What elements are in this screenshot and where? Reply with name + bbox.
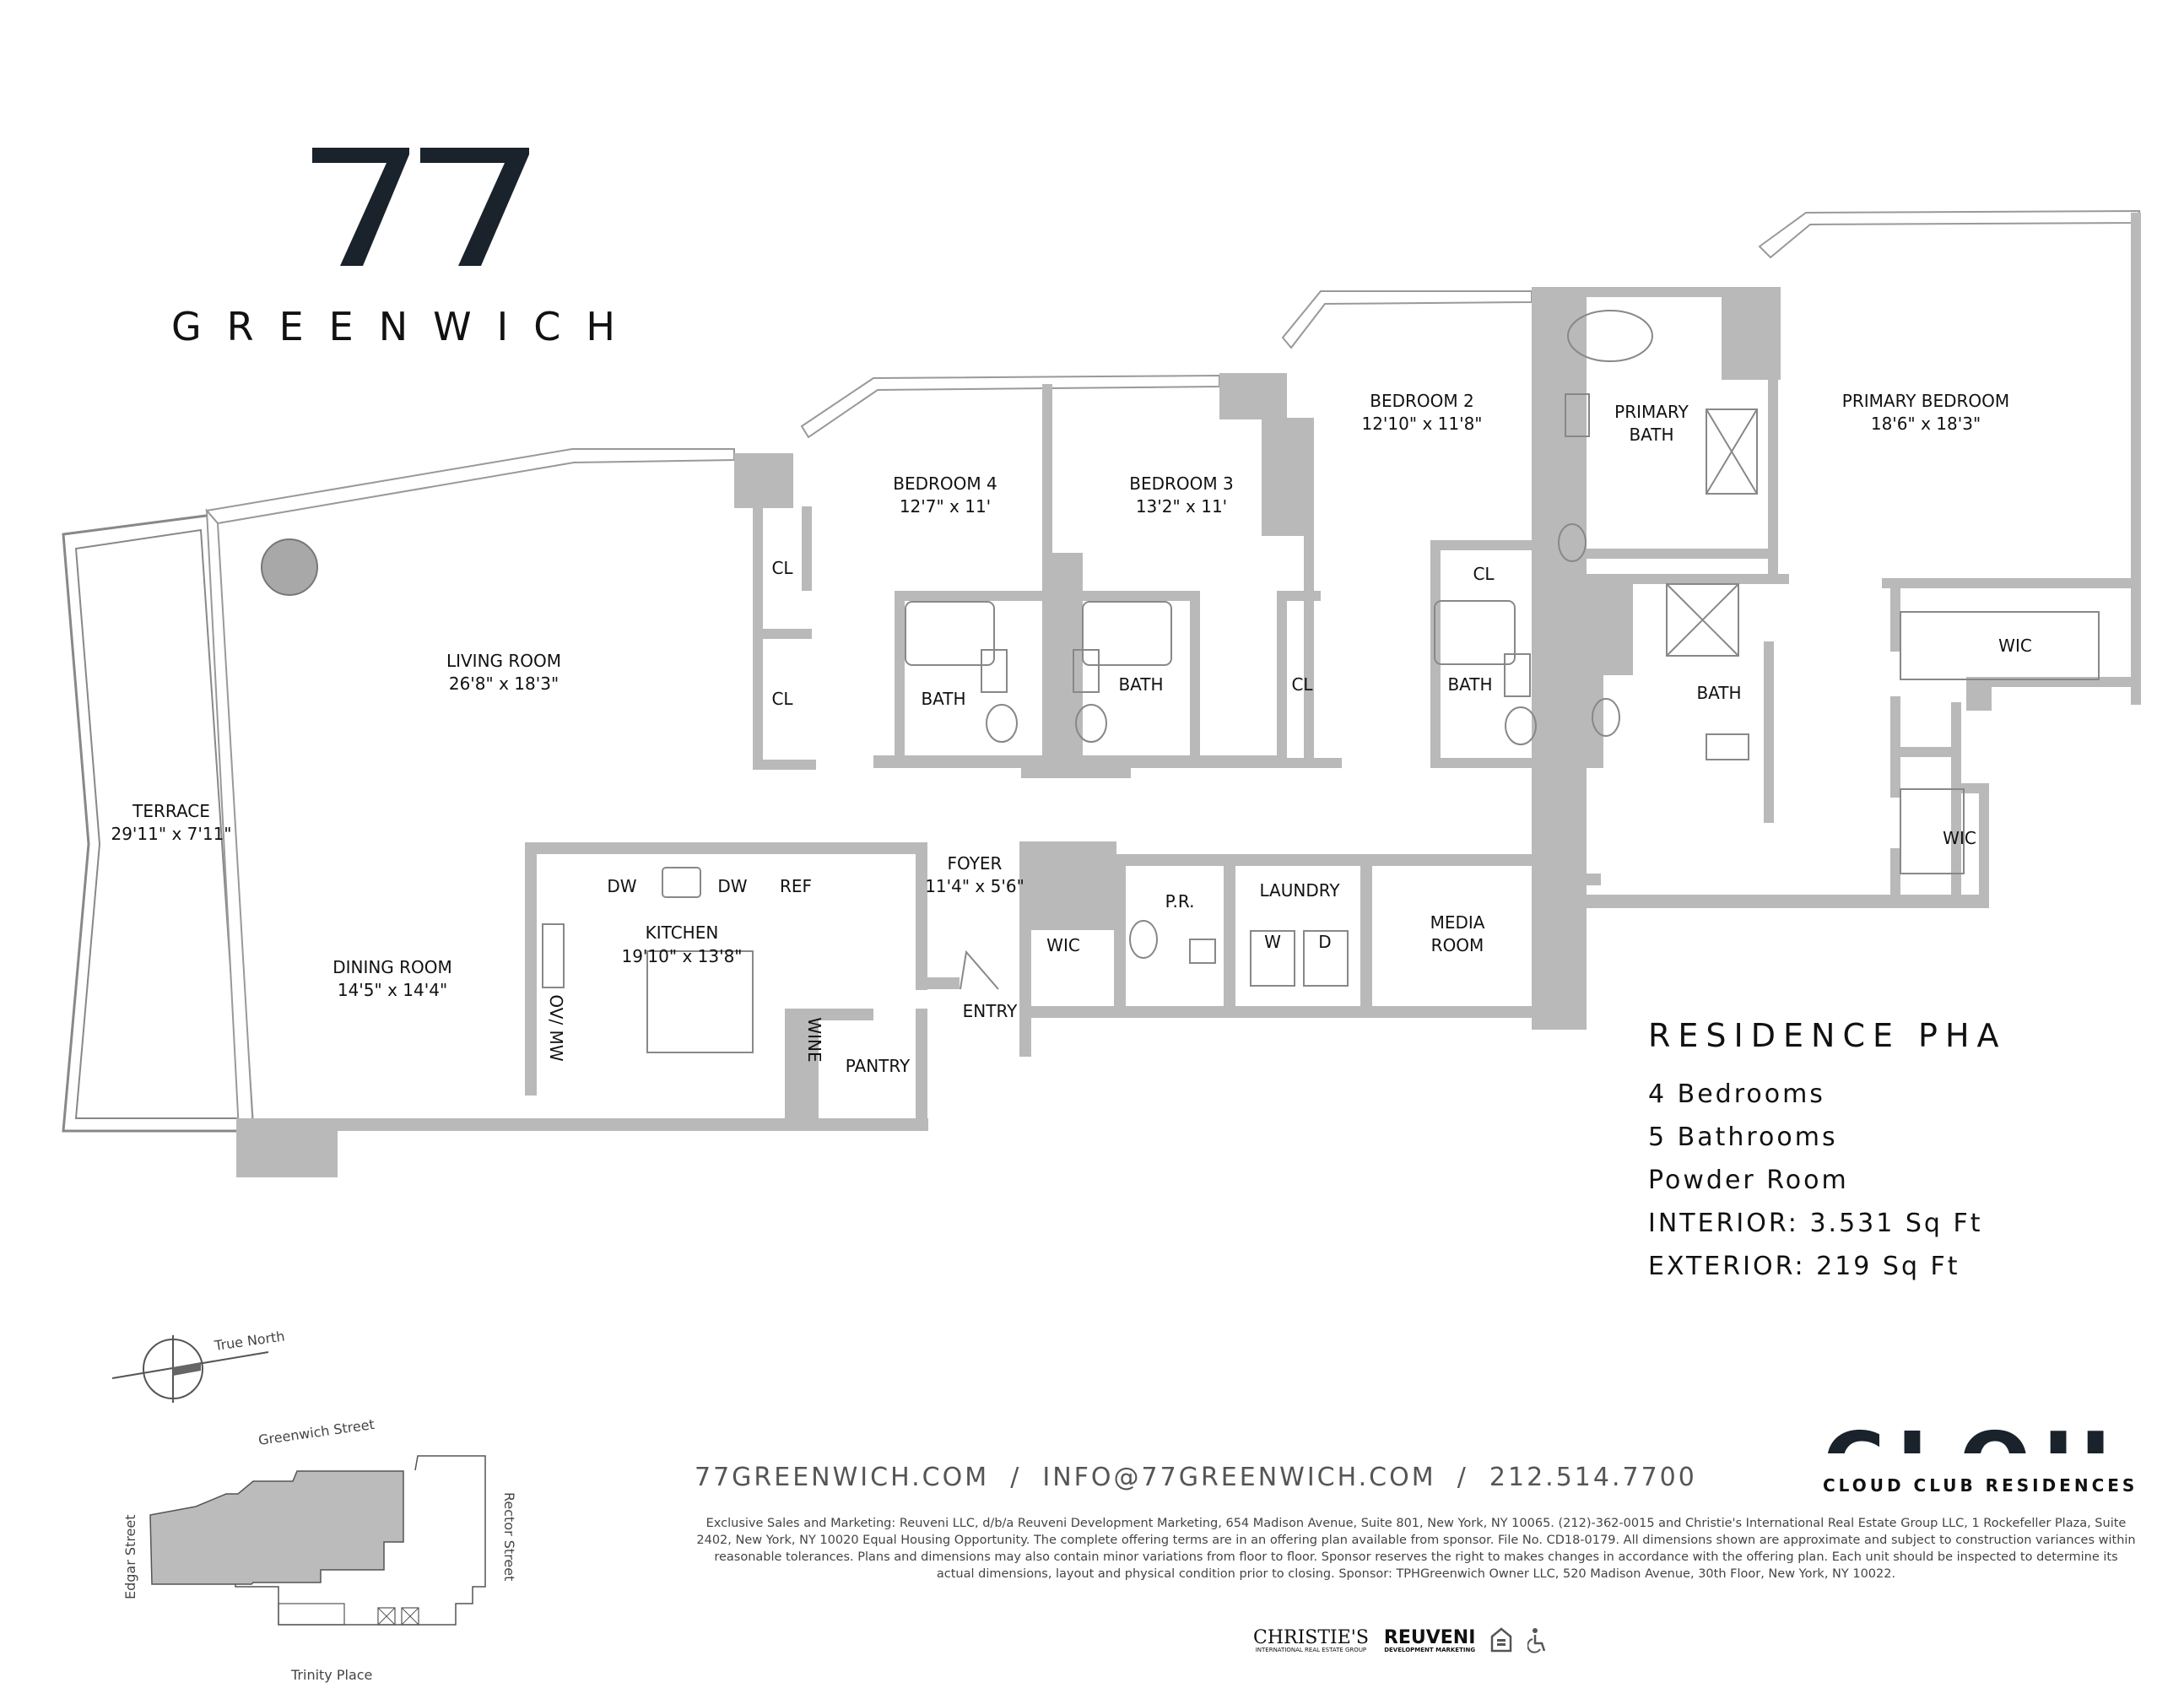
shower-primary bbox=[1706, 408, 1758, 495]
walls bbox=[236, 213, 2141, 1177]
powder-room: Powder Room bbox=[1648, 1166, 1849, 1195]
room-labels: TERRACE 29'11" x 7'11" LIVING ROOM 26'8"… bbox=[111, 391, 2031, 1076]
closet-label: CL bbox=[1291, 674, 1313, 695]
kitchen-dims: 19'10" x 13'8" bbox=[621, 946, 742, 966]
closet-label: CL bbox=[1473, 564, 1495, 584]
elevator-icon bbox=[401, 1607, 419, 1626]
foyer-dims: 11'4" x 5'6" bbox=[925, 876, 1024, 896]
bathtub-b2 bbox=[1434, 600, 1516, 665]
terrace-dims: 29'11" x 7'11" bbox=[111, 824, 231, 844]
dw1-label: DW bbox=[607, 876, 636, 896]
powder-room-label: P.R. bbox=[1165, 891, 1195, 912]
living-room-dims: 26'8" x 18'3" bbox=[449, 674, 559, 694]
wic1-label: WIC bbox=[1998, 636, 2032, 656]
email-link[interactable]: INFO@77GREENWICH.COM bbox=[1042, 1463, 1436, 1492]
foyer-label: FOYER bbox=[948, 853, 1003, 874]
kitchen-sink bbox=[662, 867, 701, 898]
dining-room-label: DINING ROOM bbox=[332, 957, 452, 977]
primary-bedroom-dims: 18'6" x 18'3" bbox=[1871, 414, 1981, 434]
living-room-label: LIVING ROOM bbox=[446, 651, 561, 671]
dw2-label: DW bbox=[717, 876, 747, 896]
bath-b2-label: BATH bbox=[1447, 674, 1492, 695]
bathtub-b4 bbox=[905, 601, 995, 666]
greenwich-street-label: Greenwich Street bbox=[257, 1416, 376, 1448]
laundry-label: LAUNDRY bbox=[1259, 880, 1340, 901]
north-compass-icon bbox=[111, 1335, 269, 1403]
oval-tub bbox=[1567, 310, 1653, 362]
structural-column bbox=[261, 538, 318, 596]
ov-mw-label: OV/ MW bbox=[546, 994, 566, 1061]
contact-line: 77GREENWICH.COM / INFO@77GREENWICH.COM /… bbox=[695, 1463, 1697, 1492]
primary-bath-label-1: PRIMARY bbox=[1614, 402, 1689, 422]
legal-disclaimer: Exclusive Sales and Marketing: Reuveni L… bbox=[696, 1517, 2136, 1581]
reuveni-logo: REUVENI DEVELOPMENT MARKETING bbox=[1383, 1626, 1476, 1653]
entry-label: ENTRY bbox=[963, 1001, 1018, 1021]
bedroom2-label: BEDROOM 2 bbox=[1370, 391, 1473, 411]
exterior-area: EXTERIOR: 219 Sq Ft bbox=[1648, 1252, 1960, 1281]
residence-summary: RESIDENCE PHA 4 Bedrooms 5 Bathrooms Pow… bbox=[1648, 1017, 2007, 1281]
terrace-outline bbox=[62, 513, 255, 1133]
77-logo-mark bbox=[312, 148, 529, 266]
shower-bath5 bbox=[1666, 583, 1739, 657]
website-link[interactable]: 77GREENWICH.COM bbox=[695, 1463, 990, 1492]
primary-bedroom-label: PRIMARY BEDROOM bbox=[1842, 391, 2009, 411]
bedroom4-dims: 12'7" x 11' bbox=[900, 496, 991, 517]
bath-b3-label: BATH bbox=[1118, 674, 1163, 695]
elevator-icon bbox=[377, 1607, 396, 1626]
ref-label: REF bbox=[780, 876, 812, 896]
interior-area: INTERIOR: 3.531 Sq Ft bbox=[1648, 1209, 1983, 1238]
residence-title: RESIDENCE PHA bbox=[1648, 1017, 2007, 1054]
separator: / bbox=[1010, 1463, 1022, 1492]
wic-entry-label: WIC bbox=[1046, 935, 1080, 955]
svg-text:CLOUD: CLOUD bbox=[1823, 1426, 2127, 1460]
cloud-club-tagline: CLOUD CLUB RESIDENCES bbox=[1823, 1475, 2138, 1496]
dryer-label: D bbox=[1318, 932, 1331, 952]
media-room-label-2: ROOM bbox=[1431, 935, 1484, 955]
bathtub-b3 bbox=[1082, 601, 1172, 666]
trinity-place-label: Trinity Place bbox=[290, 1667, 372, 1683]
primary-bath-label-2: BATH bbox=[1629, 425, 1673, 445]
brand-wordmark: GREENWICH bbox=[171, 304, 641, 349]
wine-label: WINE bbox=[804, 1017, 824, 1062]
media-room-label-1: MEDIA bbox=[1430, 912, 1485, 933]
pantry-label: PANTRY bbox=[846, 1056, 911, 1076]
separator: / bbox=[1457, 1463, 1468, 1492]
bedrooms-count: 4 Bedrooms bbox=[1648, 1079, 1825, 1109]
fixtures bbox=[542, 310, 2100, 1053]
kitchen-label: KITCHEN bbox=[646, 922, 719, 943]
kitchen-island bbox=[646, 950, 754, 1053]
bath5-label: BATH bbox=[1696, 683, 1741, 703]
equal-housing-icon bbox=[1491, 1627, 1512, 1653]
terrace-label: TERRACE bbox=[132, 801, 210, 821]
bedroom3-label: BEDROOM 3 bbox=[1129, 473, 1233, 494]
cooktop bbox=[542, 923, 565, 988]
bedroom4-label: BEDROOM 4 bbox=[893, 473, 997, 494]
washer-label: W bbox=[1264, 932, 1281, 952]
true-north-label: True North bbox=[213, 1328, 286, 1354]
phone-number[interactable]: 212.514.7700 bbox=[1489, 1463, 1697, 1492]
exterior-window-wall bbox=[205, 209, 2140, 1132]
closet-label: CL bbox=[771, 558, 793, 578]
rector-street-label: Rector Street bbox=[501, 1492, 517, 1581]
sponsor-logos: CHRISTIE'S INTERNATIONAL REAL ESTATE GRO… bbox=[1253, 1627, 1548, 1654]
christies-logo: CHRISTIE'S INTERNATIONAL REAL ESTATE GRO… bbox=[1253, 1626, 1369, 1653]
bathrooms-count: 5 Bathrooms bbox=[1648, 1123, 1838, 1152]
edgar-street-label: Edgar Street bbox=[122, 1514, 138, 1599]
bedroom2-dims: 12'10" x 11'8" bbox=[1361, 414, 1482, 434]
escalator-icon bbox=[278, 1603, 345, 1626]
wic2-label: WIC bbox=[1943, 828, 1976, 848]
cloud-club-logo: CLOUD bbox=[1823, 1426, 2127, 1460]
bath-b4-label: BATH bbox=[921, 689, 965, 709]
dining-room-dims: 14'5" x 14'4" bbox=[338, 980, 447, 1000]
key-plan: True North Greenwich Street Edgar Street… bbox=[111, 1328, 517, 1683]
accessibility-icon bbox=[1527, 1628, 1546, 1653]
bedroom3-dims: 13'2" x 11' bbox=[1136, 496, 1227, 517]
closet-label: CL bbox=[771, 689, 793, 709]
